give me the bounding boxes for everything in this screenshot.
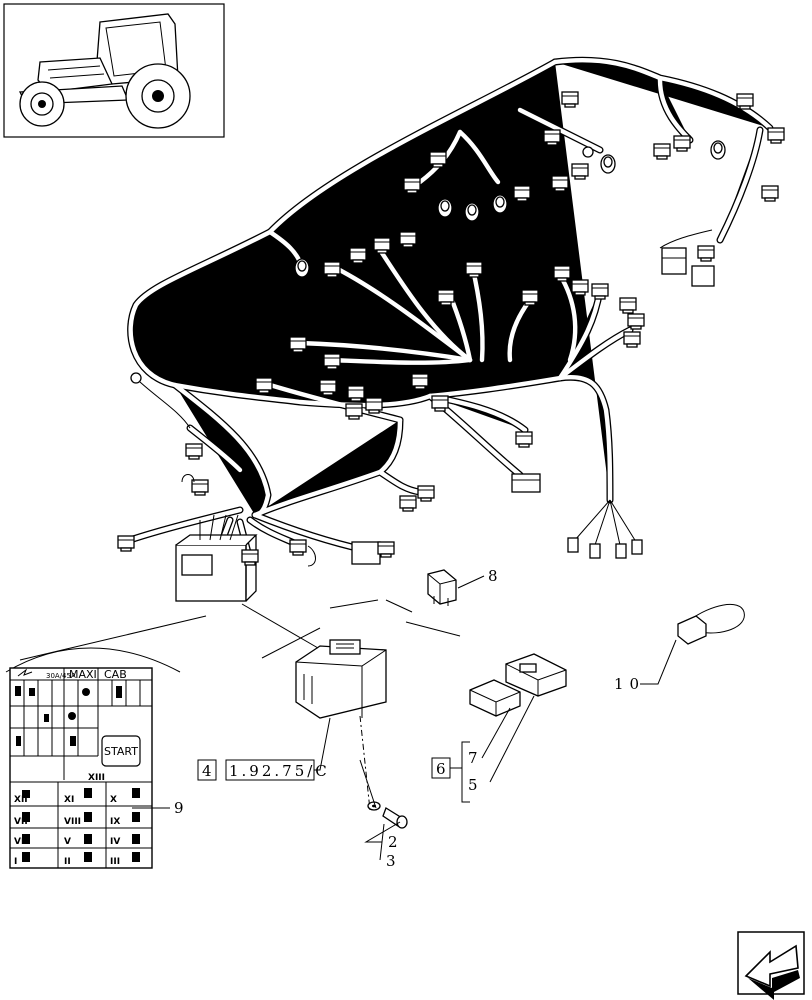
- roman-iii: III: [110, 857, 120, 867]
- tractor-thumbnail: [3, 3, 225, 138]
- callout-10: 10: [614, 675, 645, 693]
- roman-i: I: [14, 857, 17, 867]
- screw-and-washer-parts: [359, 715, 408, 829]
- roman-ii: II: [64, 857, 71, 867]
- roman-xii: XII: [14, 795, 28, 805]
- fuse-cover-parts: [469, 653, 567, 717]
- roman-xiii: XIII: [88, 773, 105, 783]
- roman-iv: IV: [110, 837, 120, 847]
- reference-box: 4 1.92.75/C: [197, 759, 330, 781]
- callout-2: 2: [388, 833, 398, 851]
- panel-cab-label: CAB: [104, 668, 127, 681]
- panel-start-label: START: [104, 745, 138, 758]
- callout-7: 7: [468, 749, 478, 767]
- harness-connectors: [117, 91, 785, 602]
- callout-1: 1: [260, 314, 270, 332]
- roman-v: V: [64, 837, 71, 847]
- roman-ix: IX: [110, 817, 120, 827]
- group-reference-box: 6: [431, 741, 470, 803]
- panel-maxi-label: MAXI: [69, 668, 97, 681]
- main-wiring-harness: [130, 60, 770, 560]
- relay-part: [427, 569, 457, 606]
- callout-9: 9: [174, 799, 184, 817]
- loop-connector-part: [677, 604, 745, 645]
- roman-xi: XI: [64, 795, 74, 805]
- group-box-number: 6: [436, 760, 446, 778]
- roman-vi: VI: [14, 837, 24, 847]
- callout-3: 3: [386, 852, 396, 870]
- roman-vii: VII: [14, 817, 28, 827]
- next-page-arrow-icon[interactable]: [737, 931, 805, 1000]
- panel-small-label: 30A/45A: [46, 672, 76, 680]
- exploded-view-guide-lines: [19, 599, 461, 661]
- fuse-panel-detail: 30A/45A MAXI CAB: [5, 647, 181, 869]
- roman-viii: VIII: [64, 817, 81, 827]
- roman-x: X: [110, 795, 117, 805]
- callout-leader-lines: [132, 283, 677, 861]
- reference-code: 1.92.75/C: [229, 762, 330, 780]
- reference-box-number: 4: [202, 762, 212, 780]
- callout-8: 8: [488, 567, 498, 585]
- callout-5: 5: [468, 776, 478, 794]
- control-unit-part: [295, 639, 387, 719]
